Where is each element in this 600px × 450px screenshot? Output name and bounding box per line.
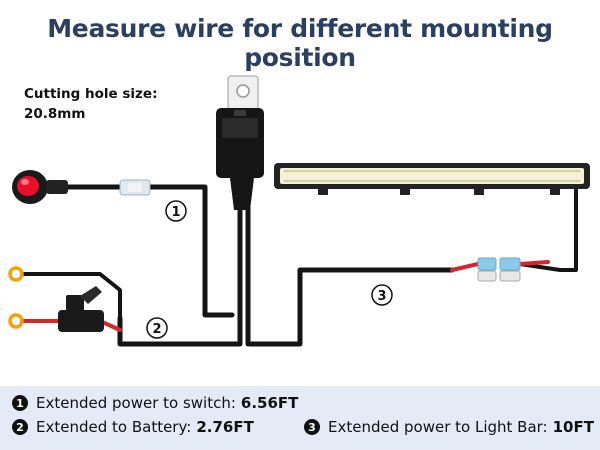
legend-number-2: 2: [12, 419, 28, 435]
relay: [216, 75, 264, 210]
ring-terminal-negative: [8, 266, 24, 282]
light-bar: [274, 163, 590, 195]
battery-terminals: [8, 266, 24, 329]
legend-number-3: 3: [304, 419, 320, 435]
fuse-holder: [58, 286, 104, 332]
light-bar-connectors: [477, 257, 521, 282]
light-bar-leads: [450, 188, 578, 272]
page-title: Measure wire for different mounting posi…: [47, 14, 553, 72]
wire-marker-1: 1: [165, 200, 187, 222]
legend-text-3: Extended power to Light Bar:: [328, 418, 548, 436]
ring-terminal-positive: [8, 313, 24, 329]
legend-item-1: 1 Extended power to switch: 6.56FT: [12, 394, 298, 412]
marker-1-label: 1: [171, 205, 180, 220]
wire-marker-3: 3: [371, 284, 393, 306]
legend-item-2: 2 Extended to Battery: 2.76FT: [12, 418, 254, 436]
legend-value-1: 6.56FT: [240, 394, 299, 412]
switch-connector: [119, 179, 151, 196]
marker-3-label: 3: [377, 289, 386, 304]
cutting-hole-label: Cutting hole size:: [24, 86, 158, 102]
legend-text-2: Extended to Battery:: [36, 418, 192, 436]
marker-2-label: 2: [152, 322, 161, 337]
legend-value-3: 10FT: [552, 418, 594, 436]
legend-value-2: 2.76FT: [196, 418, 254, 436]
cutting-hole-value: 20.8mm: [24, 106, 86, 122]
wire-marker-2: 2: [146, 317, 168, 339]
rocker-switch: [12, 170, 68, 204]
legend-number-1: 1: [12, 395, 28, 411]
legend-panel: 1 Extended power to switch: 6.56FT 2 Ext…: [0, 386, 600, 450]
legend-text-1: Extended power to switch:: [36, 394, 236, 412]
legend-item-3: 3 Extended power to Light Bar: 10FT: [304, 418, 594, 436]
